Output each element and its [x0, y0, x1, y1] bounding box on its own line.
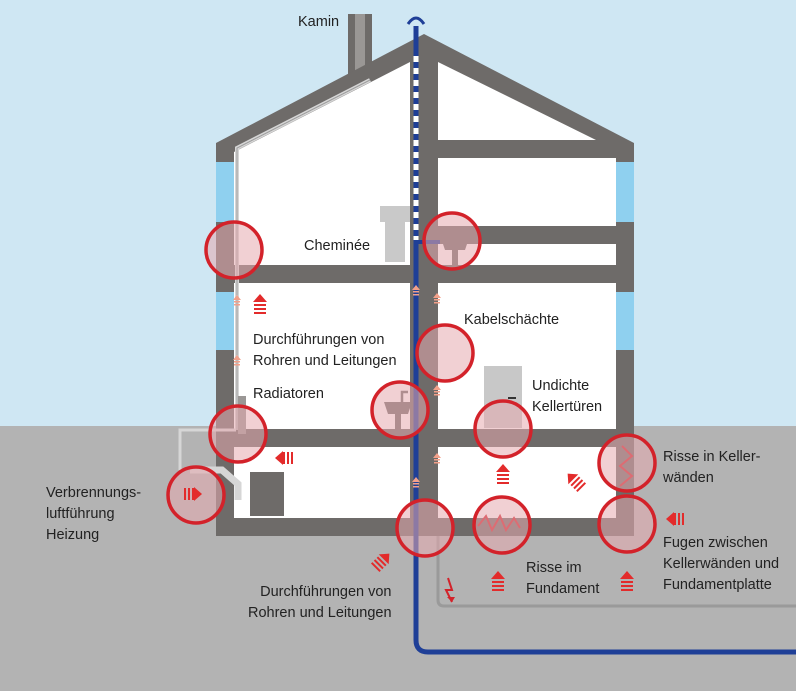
label-durchfuehrungen-oben: Durchführungen von Rohren und Leitungen	[253, 330, 397, 372]
leak-circle-icon	[473, 399, 533, 459]
leak-circle-icon	[597, 433, 657, 493]
label-line: Heizung	[46, 527, 100, 543]
label-kamin: Kamin	[298, 14, 340, 30]
upper-floor-right	[438, 158, 616, 226]
door-handle	[508, 397, 516, 399]
label-undichte-kellertueren: Undichte Kellertüren	[532, 376, 602, 418]
leak-circle-icon	[395, 498, 455, 558]
leak-circle-icon	[415, 323, 475, 383]
vent-cap-icon	[406, 16, 426, 25]
label-fugen: Fugen zwischen Kellerwänden und Fundamen…	[663, 533, 779, 596]
window	[616, 162, 634, 222]
water-pipe	[413, 26, 796, 655]
label-risse-fundament: Risse im Fundament	[526, 558, 599, 600]
label-line: Fundament	[526, 581, 600, 597]
label-line: Fugen zwischen	[663, 535, 768, 551]
label-line: Verbrennungs-	[46, 485, 142, 501]
lightning-icon	[444, 577, 455, 603]
label-line: Rohren und Leitungen	[253, 353, 397, 369]
window	[216, 292, 234, 350]
leak-circle-icon	[370, 380, 430, 440]
leak-circle-icon	[208, 404, 268, 464]
label-line: luftführung	[46, 506, 115, 522]
flue-pipe-inner	[236, 79, 371, 430]
room-right-1	[438, 244, 616, 265]
label-line: Durchführungen von	[253, 332, 385, 348]
window	[616, 292, 634, 350]
label-line: Kellertüren	[532, 399, 603, 415]
cheminee-icon	[385, 222, 405, 262]
leak-circle-icon	[422, 211, 482, 271]
attic-right	[438, 62, 596, 140]
label-cheminee: Cheminée	[304, 238, 371, 254]
label-line: wänden	[663, 470, 714, 486]
cheminee-icon	[380, 206, 410, 222]
chimney-flue	[355, 14, 365, 82]
basement-right	[438, 447, 616, 518]
leak-circle-icon	[597, 494, 657, 554]
drain-pipe	[436, 536, 796, 608]
leak-circle-icon	[204, 220, 264, 280]
label-verbrennungsluft: Verbrennungs- luftführung Heizung	[46, 483, 141, 546]
attic-left	[234, 62, 410, 265]
label-radiatoren: Radiatoren	[253, 386, 324, 402]
boiler-icon	[250, 472, 284, 516]
label-line: Undichte	[532, 378, 590, 394]
label-kabelschaechte: Kabelschächte	[464, 312, 560, 328]
leak-circle-icon	[472, 495, 532, 555]
window	[216, 162, 234, 222]
label-line: Kellerwänden und	[663, 556, 780, 572]
label-durchfuehrungen-unten: Durchführungen von Rohren und Leitungen	[248, 582, 392, 624]
leak-circles	[166, 211, 657, 558]
label-risse-kellerwaende: Risse in Keller- wänden	[663, 447, 761, 489]
label-line: Risse in Keller-	[663, 449, 761, 465]
label-line: Rohren und Leitungen	[248, 605, 392, 621]
label-line: Durchführungen von	[260, 584, 392, 600]
label-line: Risse im	[526, 560, 582, 576]
label-line: Fundamentplatte	[663, 577, 772, 593]
